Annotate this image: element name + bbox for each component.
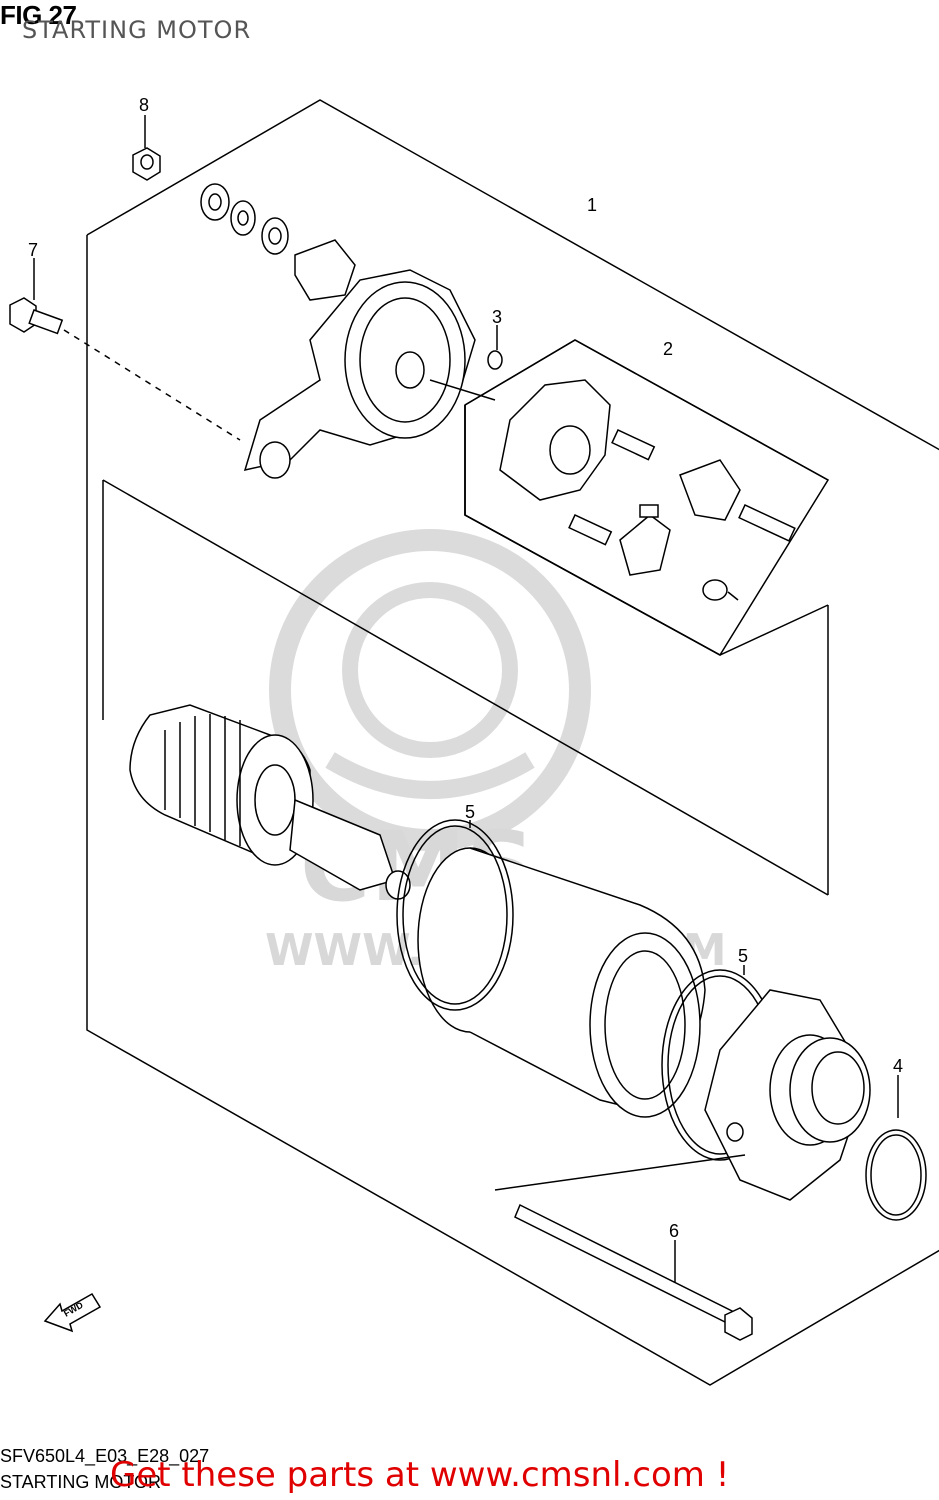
callout-5-front: 5	[465, 802, 475, 822]
fig-label: FIG 27	[0, 0, 77, 30]
brush-holder-box	[464, 339, 830, 657]
rear-cover	[704, 989, 871, 1201]
oring-3	[487, 325, 503, 370]
washer-stack	[200, 183, 356, 301]
armature	[129, 704, 411, 900]
end-cover	[243, 269, 496, 479]
fwd-indicator: FWD	[43, 1292, 102, 1333]
fwd-arrow-icon	[43, 1292, 102, 1333]
drawing-title: STARTING MOTOR	[0, 1472, 162, 1492]
bolt-7	[9, 258, 241, 441]
callout-6: 6	[669, 1221, 679, 1241]
callout-3: 3	[492, 307, 502, 327]
callout-2: 2	[663, 339, 673, 359]
fig-title: STARTING MOTOR	[22, 16, 252, 44]
callout-7: 7	[28, 240, 38, 260]
brush-holder	[499, 379, 796, 601]
callout-5-rear: 5	[738, 946, 748, 966]
oring-4	[865, 1075, 927, 1221]
callout-1: 1	[587, 195, 597, 215]
callout-8: 8	[139, 95, 149, 115]
callouts: 1 2 3 4 5 5 6 7 8	[28, 95, 903, 1241]
callout-4: 4	[893, 1056, 903, 1076]
drawing-code: SFV650L4_E03_E28_027	[0, 1446, 210, 1466]
yoke	[417, 847, 706, 1118]
nut-8	[132, 115, 161, 181]
buy-parts-link[interactable]: Get these parts at www.cmsnl.com !	[110, 1455, 730, 1495]
bolt-6	[494, 1154, 753, 1341]
